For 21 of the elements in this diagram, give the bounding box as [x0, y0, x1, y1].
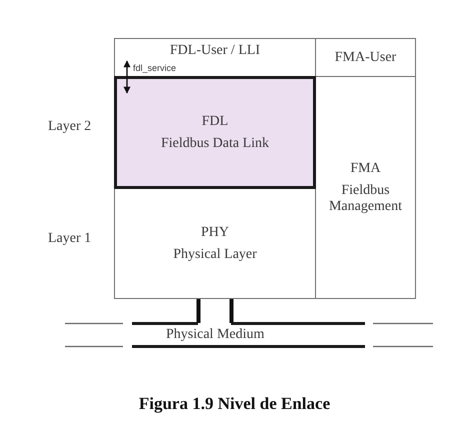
edge-label: fdl_service: [133, 63, 176, 73]
layer-name: Fieldbus Data Link: [160, 136, 270, 152]
connector-pipe: [196, 297, 234, 325]
figure-caption: Figura 1.9 Nivel de Enlace: [138, 394, 332, 414]
double-arrow: [124, 60, 130, 94]
upper-layer-box: [315, 38, 416, 77]
medium-name: Physical Medium: [166, 327, 264, 343]
layer-label: Layer 1: [48, 231, 92, 247]
layer-label: Layer 2: [48, 119, 92, 135]
layer-name: FDL-User / LLI: [170, 43, 260, 59]
upper-layer-box: [114, 38, 316, 77]
layer-abbreviation: PHY: [200, 224, 229, 240]
layer-name: FMA-User: [334, 50, 396, 66]
layer-name: Fieldbus Management: [328, 182, 404, 214]
layer-name: Physical Layer: [173, 246, 257, 262]
layer-abbreviation: FDL: [202, 114, 228, 130]
management-box: [315, 76, 416, 299]
physical-layer-box: [114, 188, 316, 299]
data-link-box: [114, 76, 316, 189]
bus-lines: [65, 322, 433, 348]
layer-abbreviation: FMA: [350, 160, 381, 176]
